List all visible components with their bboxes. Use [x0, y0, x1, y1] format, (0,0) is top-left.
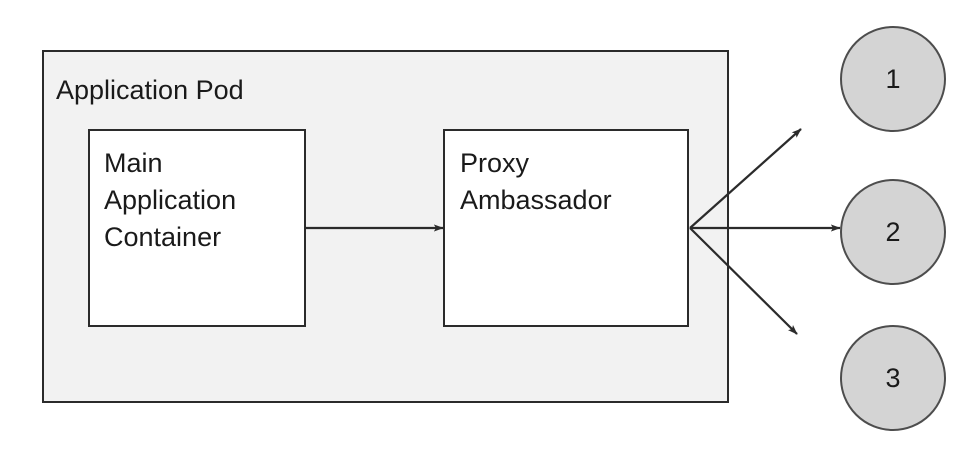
- connector-proxy-to-service-3: [689, 227, 798, 335]
- proxy-ambassador-rect: [443, 129, 689, 327]
- external-service-circle-2[interactable]: [840, 179, 946, 285]
- external-service-circle-3[interactable]: [840, 325, 946, 431]
- connector-proxy-to-service-1: [689, 128, 802, 229]
- external-service-circle-1[interactable]: [840, 26, 946, 132]
- main-application-container-rect: [88, 129, 306, 327]
